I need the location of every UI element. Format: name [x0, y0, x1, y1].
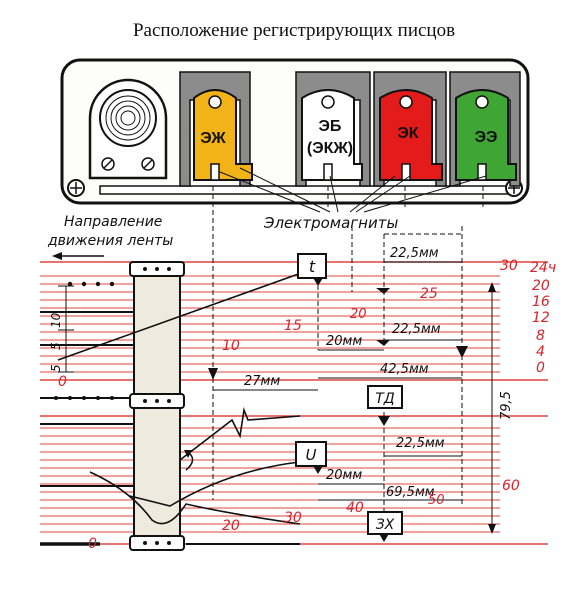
- scale-60: 60: [502, 478, 520, 494]
- pen-ee: ЭЭ: [449, 71, 521, 187]
- dim-69-5: 69,5мм: [386, 485, 435, 500]
- scale-0-left: 0: [58, 374, 67, 390]
- tape-guide-roller: [129, 261, 194, 551]
- pen-eb-label: ЭБ: [319, 118, 342, 135]
- pen-ezh-label: ЭЖ: [200, 130, 226, 147]
- scale-4: 4: [536, 344, 545, 360]
- electromagnet-leaders: [219, 167, 487, 213]
- pen-ee-label: ЭЭ: [475, 129, 498, 146]
- scale-20-mid: 20: [350, 307, 367, 322]
- dim-42-5: 42,5мм: [380, 362, 429, 377]
- direction-label-2: движения ленты: [47, 233, 173, 249]
- recorded-curves: [57, 271, 305, 525]
- scale-20: 20: [532, 278, 550, 294]
- scale-24h: 24ч: [530, 260, 556, 276]
- scale-50: 50: [428, 493, 445, 508]
- marker-zx: ЗХ: [367, 511, 403, 535]
- pen-ek-label: ЭК: [397, 125, 418, 142]
- pen-eb: ЭБ (ЭКЖ): [295, 71, 371, 187]
- arrow-left-icon: [52, 252, 104, 260]
- sprocket-holes: [54, 281, 115, 400]
- scale-10: 10: [222, 338, 240, 354]
- scale-40: 40: [346, 500, 364, 516]
- scale-0: 0: [536, 360, 545, 376]
- dimension-lines: [58, 261, 493, 530]
- scale-25: 25: [420, 286, 438, 302]
- marker-td-label: ТД: [375, 391, 395, 407]
- diagram-title: Расположение регистрирующих писцов: [132, 20, 456, 41]
- electromagnets-label: Электромагниты: [263, 214, 398, 232]
- dim-22-5-b: 22,5мм: [392, 322, 441, 337]
- dim-10: 10: [49, 312, 63, 328]
- scale-12: 12: [532, 310, 550, 326]
- dim-79-5: 79,5: [499, 391, 514, 420]
- marker-u-label: U: [306, 446, 317, 464]
- pen-ezh: ЭЖ: [179, 71, 253, 187]
- scale-inner: 25 15 10 0 20 40 30 20 0 50: [58, 286, 445, 552]
- scale-0-bot: 0: [88, 536, 97, 552]
- scale-20-bot: 20: [222, 518, 240, 534]
- pen-projection-lines: [212, 186, 484, 516]
- direction-label-1: Направление: [64, 214, 162, 230]
- marker-u: U: [295, 441, 327, 467]
- scale-30: 30: [500, 258, 518, 274]
- marker-t-label: t: [309, 257, 316, 276]
- speaker-icon: [88, 78, 168, 180]
- scale-right: 24ч 20 16 12 8 4 0 30 60: [500, 258, 556, 494]
- scale-15: 15: [284, 318, 302, 334]
- marker-zx-label: ЗХ: [376, 517, 395, 533]
- scale-30-bot: 30: [284, 510, 302, 526]
- tape-grid: [40, 261, 548, 545]
- dim-22-5-a: 22,5мм: [390, 246, 439, 261]
- marker-t: t: [297, 253, 327, 279]
- dim-5-a: 5: [49, 364, 63, 372]
- dim-20-b: 20мм: [326, 468, 362, 483]
- dim-5-b: 5: [49, 342, 63, 350]
- pen-eb-sublabel: (ЭКЖ): [307, 140, 353, 157]
- dim-22-5-c: 22,5мм: [396, 436, 445, 451]
- scale-16: 16: [532, 294, 550, 310]
- pen-ek: ЭК: [373, 71, 447, 187]
- dimension-arrows: [488, 282, 496, 534]
- marker-td: ТД: [367, 385, 403, 409]
- dim-20-a: 20мм: [326, 334, 362, 349]
- dim-27: 27мм: [244, 374, 280, 389]
- scale-8: 8: [536, 328, 545, 344]
